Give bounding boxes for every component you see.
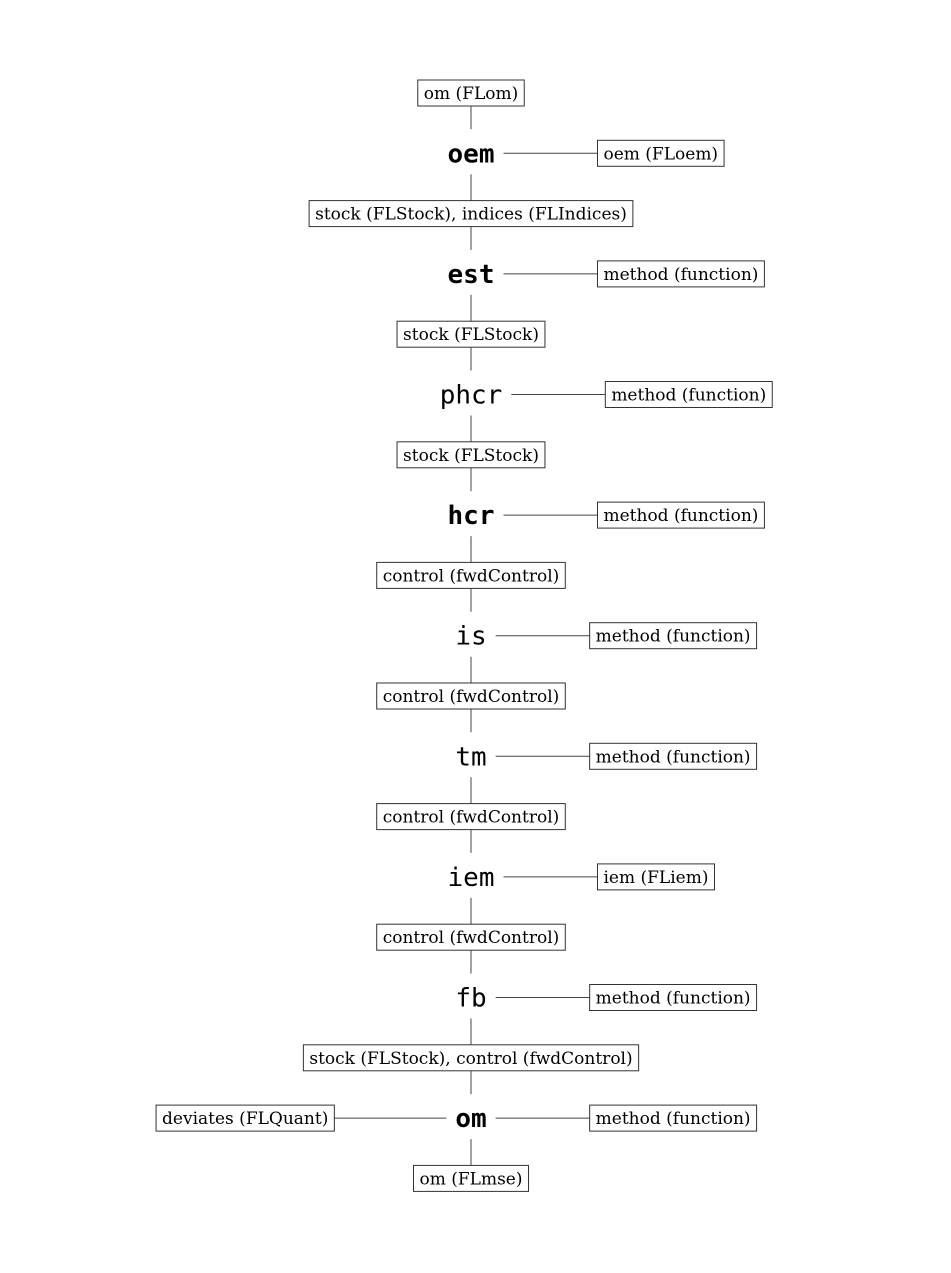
step-tm-right-box-label: method (function) bbox=[596, 747, 751, 767]
step-est-label: est bbox=[448, 260, 495, 290]
step-phcr: phcr bbox=[440, 381, 503, 411]
step-oem-right-box-label: oem (FLoem) bbox=[603, 144, 718, 164]
io-box-18-frame bbox=[412, 1164, 530, 1192]
step-est-right-box-frame bbox=[596, 260, 765, 288]
io-box-6-label: stock (FLStock) bbox=[403, 446, 539, 466]
step-iem-right-box-label: iem (FLiem) bbox=[603, 868, 708, 888]
step-om-right-box-frame bbox=[589, 1104, 758, 1132]
step-phcr-right-box-label: method (function) bbox=[611, 386, 766, 406]
step-oem-right-box-frame bbox=[596, 139, 725, 167]
io-box-10-frame bbox=[376, 682, 566, 710]
step-om-right-box: method (function) bbox=[589, 1104, 758, 1132]
io-box-4-frame bbox=[396, 320, 546, 348]
step-tm-right-box-frame bbox=[589, 742, 758, 770]
io-box-0-frame bbox=[417, 79, 525, 107]
step-hcr-right-box-label: method (function) bbox=[603, 506, 758, 526]
step-fb-right-box: method (function) bbox=[589, 984, 758, 1011]
io-box-18-label: om (FLmse) bbox=[419, 1169, 522, 1189]
step-om: om bbox=[455, 1104, 486, 1134]
step-is-right-box: method (function) bbox=[589, 622, 758, 650]
io-box-10: control (fwdControl) bbox=[376, 682, 566, 710]
io-box-8-frame bbox=[376, 561, 566, 589]
io-box-12-label: control (fwdControl) bbox=[383, 808, 560, 828]
step-est-right-box: method (function) bbox=[596, 260, 765, 288]
io-box-8: control (fwdControl) bbox=[376, 561, 566, 589]
io-box-14-label: control (fwdControl) bbox=[383, 928, 560, 948]
step-hcr-right-box: method (function) bbox=[596, 501, 765, 529]
io-box-16-frame bbox=[302, 1044, 640, 1072]
step-phcr-label: phcr bbox=[440, 381, 503, 411]
step-is: is bbox=[455, 622, 486, 652]
step-is-right-box-frame bbox=[589, 622, 758, 650]
io-box-10-label: control (fwdControl) bbox=[383, 687, 560, 707]
connectors bbox=[334, 106, 606, 1166]
step-fb: fb bbox=[455, 984, 486, 1014]
step-om-left-box-frame bbox=[155, 1104, 335, 1132]
io-box-0-label: om (FLom) bbox=[424, 84, 518, 104]
io-box-18: om (FLmse) bbox=[412, 1164, 530, 1192]
step-tm-label: tm bbox=[455, 742, 486, 772]
step-tm: tm bbox=[455, 742, 486, 772]
step-oem-label: oem bbox=[448, 139, 495, 169]
io-box-2-frame bbox=[308, 200, 634, 228]
step-iem-right-box: iem (FLiem) bbox=[596, 863, 715, 891]
io-box-0: om (FLom) bbox=[417, 79, 525, 107]
io-box-4: stock (FLStock) bbox=[396, 320, 546, 348]
io-box-12: control (fwdControl) bbox=[376, 803, 566, 831]
step-oem-right-box: oem (FLoem) bbox=[596, 139, 725, 167]
step-hcr-right-box-frame bbox=[596, 501, 765, 529]
step-iem: iem bbox=[448, 863, 495, 893]
io-box-14-frame bbox=[376, 923, 566, 951]
io-box-16: stock (FLStock), control (fwdControl) bbox=[302, 1044, 640, 1072]
io-box-8-label: control (fwdControl) bbox=[383, 566, 560, 586]
step-fb-right-box-label: method (function) bbox=[596, 989, 751, 1009]
step-is-label: is bbox=[455, 622, 486, 652]
io-box-4-label: stock (FLStock) bbox=[403, 325, 539, 345]
step-tm-right-box: method (function) bbox=[589, 742, 758, 770]
step-est-right-box-label: method (function) bbox=[603, 265, 758, 285]
io-box-14: control (fwdControl) bbox=[376, 923, 566, 951]
step-iem-label: iem bbox=[448, 863, 495, 893]
io-box-6: stock (FLStock) bbox=[396, 441, 546, 469]
step-hcr: hcr bbox=[448, 501, 495, 531]
step-phcr-right-box-frame bbox=[604, 381, 773, 408]
step-is-right-box-label: method (function) bbox=[596, 627, 751, 647]
step-hcr-label: hcr bbox=[448, 501, 495, 531]
step-fb-label: fb bbox=[455, 984, 486, 1014]
step-om-right-box-label: method (function) bbox=[596, 1109, 751, 1129]
step-fb-right-box-frame bbox=[589, 984, 758, 1011]
step-iem-right-box-frame bbox=[596, 863, 715, 891]
io-box-2-label: stock (FLStock), indices (FLIndices) bbox=[315, 205, 627, 225]
step-oem: oem bbox=[448, 139, 495, 169]
io-box-2: stock (FLStock), indices (FLIndices) bbox=[308, 200, 634, 228]
io-box-16-label: stock (FLStock), control (fwdControl) bbox=[309, 1049, 632, 1069]
io-box-6-frame bbox=[396, 441, 546, 469]
step-phcr-right-box: method (function) bbox=[604, 381, 773, 408]
step-om-left-box: deviates (FLQuant) bbox=[155, 1104, 335, 1132]
step-om-left-box-label: deviates (FLQuant) bbox=[162, 1109, 328, 1129]
io-box-12-frame bbox=[376, 803, 566, 831]
step-est: est bbox=[448, 260, 495, 290]
step-om-label: om bbox=[455, 1104, 486, 1134]
